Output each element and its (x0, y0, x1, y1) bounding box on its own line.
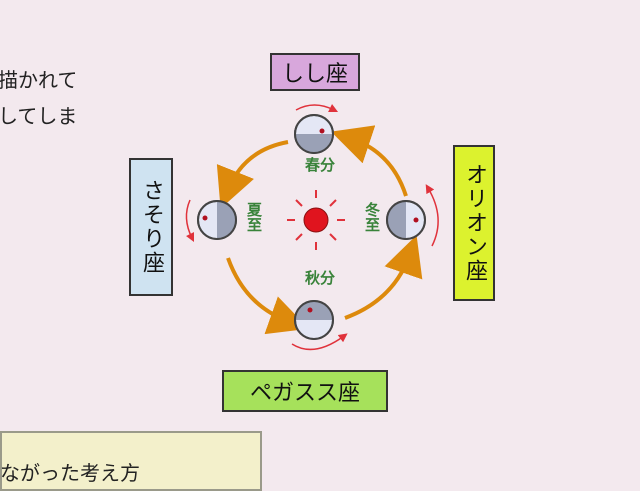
orbit-arrow-winter-spring (331, 125, 408, 197)
earth-spring-icon (294, 103, 339, 154)
constellation-label-right: オリオン座 (453, 145, 495, 301)
orbit-arrow-spring-summer (216, 140, 289, 209)
constellation-label-left: さそり座 (129, 158, 173, 296)
slide-text-line-2: してしま (0, 104, 78, 128)
constellation-label-top: しし座 (270, 53, 360, 91)
season-label-autumn: 秋分 (304, 269, 335, 287)
bottom-caption-text: ながった考え方 (0, 461, 140, 485)
earth-summer-icon (185, 199, 237, 243)
season-label-winter: 冬至 (363, 202, 381, 232)
bottom-caption-box: ながった考え方 (0, 431, 262, 491)
orbit-diagram (185, 103, 439, 351)
season-label-spring: 春分 (304, 156, 335, 174)
orbit-arrow-autumn-winter (344, 235, 423, 320)
constellation-label-bottom: ペガスス座 (222, 370, 388, 412)
season-label-summer: 夏至 (245, 202, 263, 232)
earth-autumn-icon (291, 300, 348, 351)
earth-winter-icon (386, 184, 439, 247)
slide-text-line-1: 描かれて (0, 68, 78, 92)
sun-icon (287, 190, 345, 250)
orbit-arrow-summer-autumn (226, 257, 309, 335)
